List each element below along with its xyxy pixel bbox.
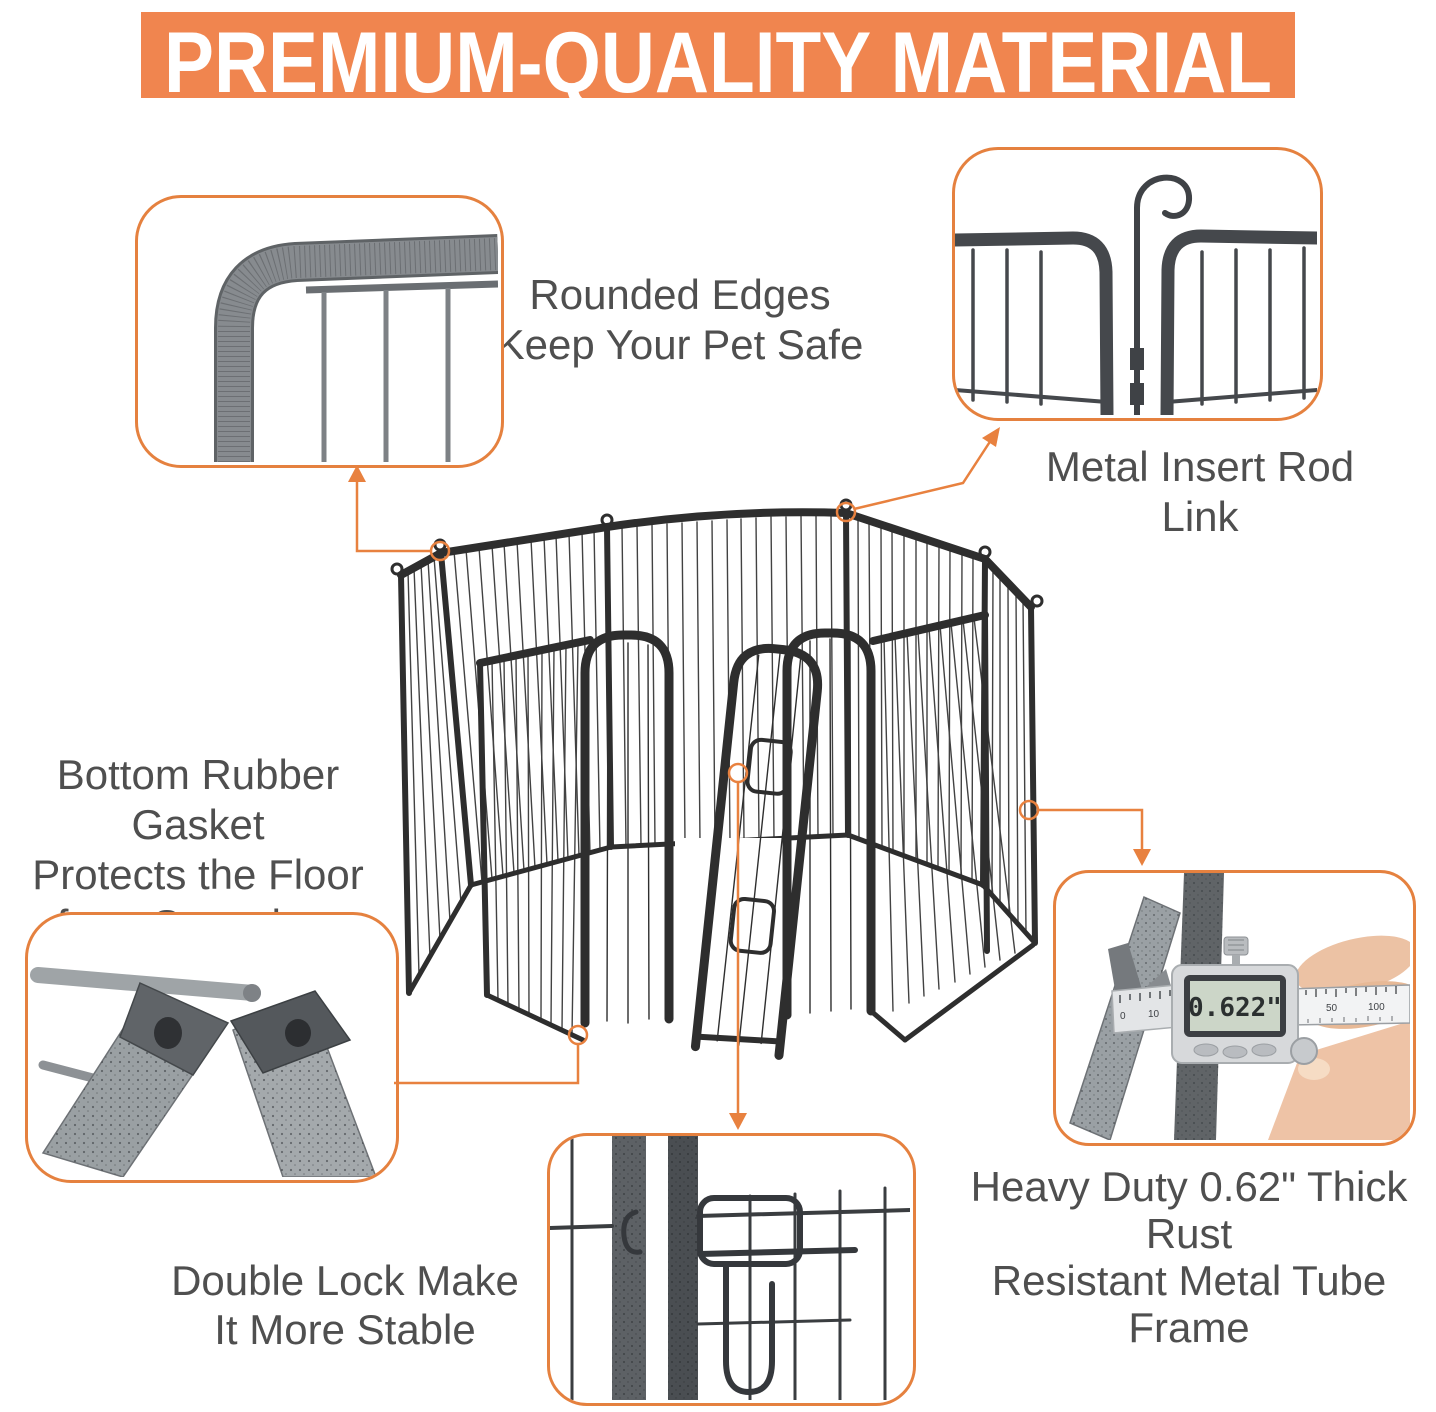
caption-line: Rounded Edges xyxy=(529,271,831,318)
caption-line: Bottom Rubber Gasket xyxy=(56,751,340,848)
callout-rounded-edges xyxy=(135,195,504,468)
door-latch-upper xyxy=(745,737,793,796)
scale-label: 0 xyxy=(1120,1011,1126,1022)
banner-title: PREMIUM-QUALITY MATERIAL xyxy=(164,15,1272,98)
caption-rounded-edges: Rounded Edges Keep Your Pet Safe xyxy=(480,270,880,370)
caption-line: Metal Insert Rod Link xyxy=(1045,443,1355,540)
rod-link-photo xyxy=(955,174,1317,415)
double-lock-photo xyxy=(550,1136,910,1400)
caption-line: Heavy Duty 0.62" Thick Rust xyxy=(970,1163,1408,1257)
playpen-top-bars xyxy=(397,508,1035,667)
scale-label: 100 xyxy=(1368,1002,1385,1013)
banner-text-svg: PREMIUM-QUALITY MATERIAL xyxy=(164,15,1272,98)
banner: PREMIUM-QUALITY MATERIAL xyxy=(141,12,1295,98)
caption-double-lock: Double Lock Make It More Stable xyxy=(155,1256,535,1354)
thumb-wheel xyxy=(1290,1037,1318,1065)
caption-line: It More Stable xyxy=(214,1306,476,1353)
caliper-photo: 0 10 50 100 0.622" xyxy=(1069,873,1410,1140)
caption-line: Protects the Floor xyxy=(32,851,364,898)
caption-rod-link: Metal Insert Rod Link xyxy=(1005,442,1395,542)
caption-line: Resistant Metal Tube Frame xyxy=(991,1257,1387,1351)
playpen-front-door-assembly xyxy=(580,628,876,1060)
scale-label: 50 xyxy=(1326,1003,1338,1014)
lcd-reading: 0.622" xyxy=(1188,993,1282,1023)
caption-line: Double Lock Make xyxy=(171,1257,519,1304)
callout-caliper: 0 10 50 100 0.622" xyxy=(1053,870,1416,1146)
playpen-posts xyxy=(398,510,1038,998)
door-latch-lower xyxy=(728,896,776,955)
caption-line: Keep Your Pet Safe xyxy=(496,321,864,368)
rounded-corner-photo xyxy=(214,234,498,462)
callout-rod-link xyxy=(952,147,1323,421)
gasket-joint-photo xyxy=(30,967,377,1177)
callout-rubber-gasket xyxy=(25,912,399,1183)
callout-double-lock xyxy=(547,1133,916,1406)
playpen-photo xyxy=(390,498,1044,1060)
caption-heavy-duty: Heavy Duty 0.62" Thick Rust Resistant Me… xyxy=(940,1163,1436,1351)
scale-label: 10 xyxy=(1148,1009,1160,1020)
lcd-screen xyxy=(1190,981,1280,1031)
